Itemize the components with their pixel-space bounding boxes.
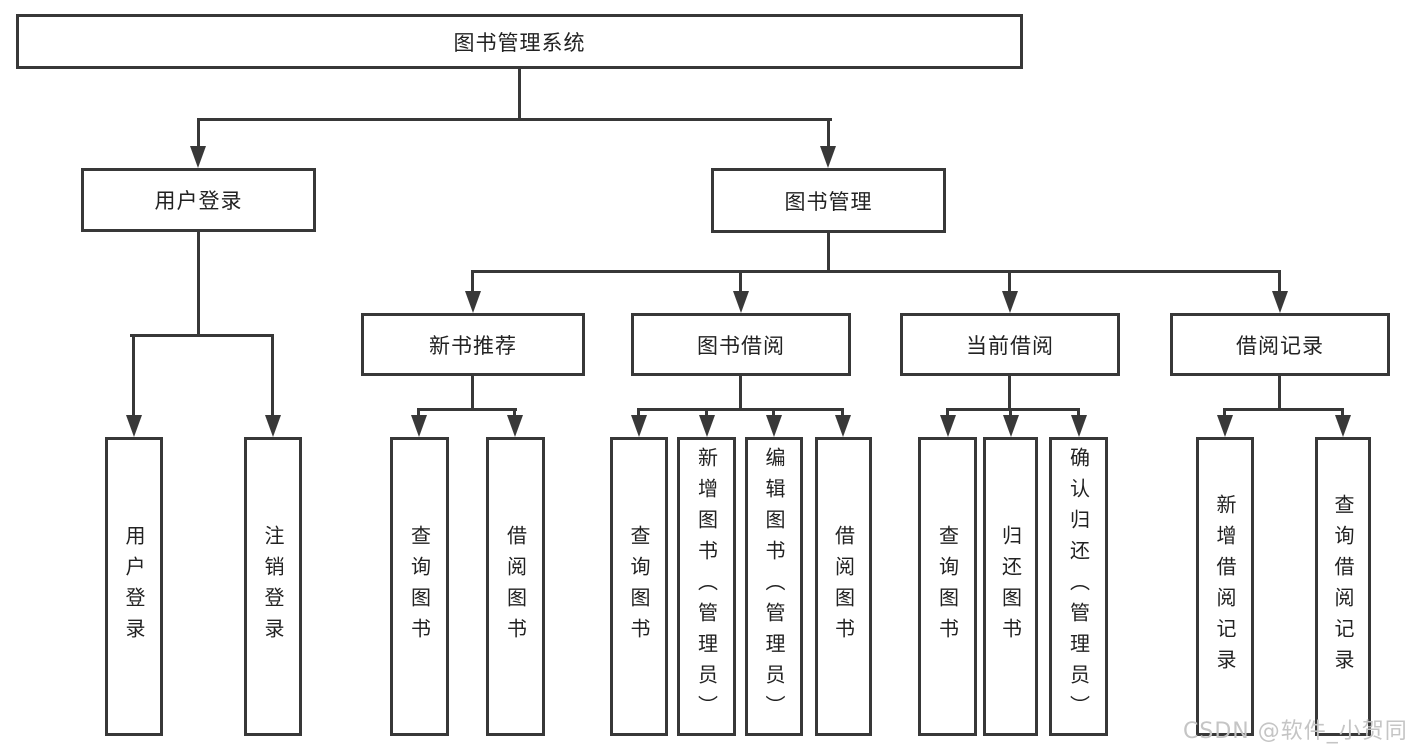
connector-borrow-split (637, 408, 844, 411)
connector-to-logout-leaf (271, 334, 274, 417)
connector-leaf-stem (946, 408, 949, 417)
connector-leaf-stem (772, 408, 775, 417)
arrow-down-icon (190, 146, 206, 168)
connector-book-management-split (471, 270, 1281, 273)
node-borrow-records: 借阅记录 (1170, 313, 1390, 376)
connector-root-stem (518, 69, 521, 118)
arrow-down-icon (265, 415, 281, 437)
node-add-books-admin: 新增图书（管理员） (677, 437, 736, 736)
node-book-borrow: 图书借阅 (631, 313, 851, 376)
arrow-down-icon (126, 415, 142, 437)
node-logout-action: 注销登录 (244, 437, 302, 736)
arrow-down-icon (766, 415, 782, 437)
arrow-down-icon (631, 415, 647, 437)
node-return-books: 归还图书 (983, 437, 1038, 736)
node-query-borrow-record: 查询借阅记录 (1315, 437, 1371, 736)
arrow-down-icon (1217, 415, 1233, 437)
connector-to-current-borrow (1008, 270, 1011, 293)
arrow-down-icon (820, 146, 836, 168)
node-borrow-books-action: 借阅图书 (815, 437, 872, 736)
csdn-watermark: CSDN @软件_小贺同学 (1183, 719, 1405, 744)
node-current-borrow: 当前借阅 (900, 313, 1120, 376)
connector-root-split (197, 118, 832, 121)
arrow-down-icon (699, 415, 715, 437)
arrow-down-icon (465, 291, 481, 313)
node-add-borrow-record: 新增借阅记录 (1196, 437, 1254, 736)
connector-recommend-split (417, 408, 517, 411)
arrow-down-icon (1335, 415, 1351, 437)
connector-leaf-stem (637, 408, 640, 417)
arrow-down-icon (1002, 291, 1018, 313)
connector-leaf-stem (1341, 408, 1344, 417)
connector-current-stem (1008, 376, 1011, 410)
arrow-down-icon (733, 291, 749, 313)
connector-leaf-stem (513, 408, 516, 417)
connector-records-split (1223, 408, 1344, 411)
arrow-down-icon (507, 415, 523, 437)
connector-to-book-management (827, 118, 830, 148)
node-edit-books-admin: 编辑图书（管理员） (745, 437, 803, 736)
connector-current-split (946, 408, 1079, 411)
connector-leaf-stem (705, 408, 708, 417)
connector-leaf-stem (1077, 408, 1080, 417)
node-library-management-system: 图书管理系统 (16, 14, 1023, 69)
connector-to-login-leaf (132, 334, 135, 417)
connector-user-login-split (130, 334, 274, 337)
connector-to-book-borrow (739, 270, 742, 293)
connector-to-borrow-records (1278, 270, 1281, 293)
connector-leaf-stem (841, 408, 844, 417)
connector-leaf-stem (1223, 408, 1226, 417)
connector-user-login-stem (197, 232, 200, 336)
node-borrow-books-recommend: 借阅图书 (486, 437, 545, 736)
connector-leaf-stem (1009, 408, 1012, 417)
arrow-down-icon (940, 415, 956, 437)
connector-recommend-stem (471, 376, 474, 410)
connector-book-management-stem (827, 232, 830, 273)
node-new-book-recommend: 新书推荐 (361, 313, 585, 376)
arrow-down-icon (835, 415, 851, 437)
arrow-down-icon (411, 415, 427, 437)
node-book-management: 图书管理 (711, 168, 946, 233)
node-query-books-current: 查询图书 (918, 437, 977, 736)
node-query-books-borrow: 查询图书 (610, 437, 668, 736)
arrow-down-icon (1071, 415, 1087, 437)
connector-to-new-book-recommend (471, 270, 474, 293)
connector-leaf-stem (417, 408, 420, 417)
arrow-down-icon (1003, 415, 1019, 437)
connector-borrow-stem (739, 376, 742, 410)
connector-to-user-login (197, 118, 200, 148)
node-confirm-return-admin: 确认归还（管理员） (1049, 437, 1108, 736)
node-query-books-recommend: 查询图书 (390, 437, 449, 736)
arrow-down-icon (1272, 291, 1288, 313)
connector-records-stem (1278, 376, 1281, 410)
node-user-login-action: 用户登录 (105, 437, 163, 736)
node-user-login: 用户登录 (81, 168, 316, 232)
